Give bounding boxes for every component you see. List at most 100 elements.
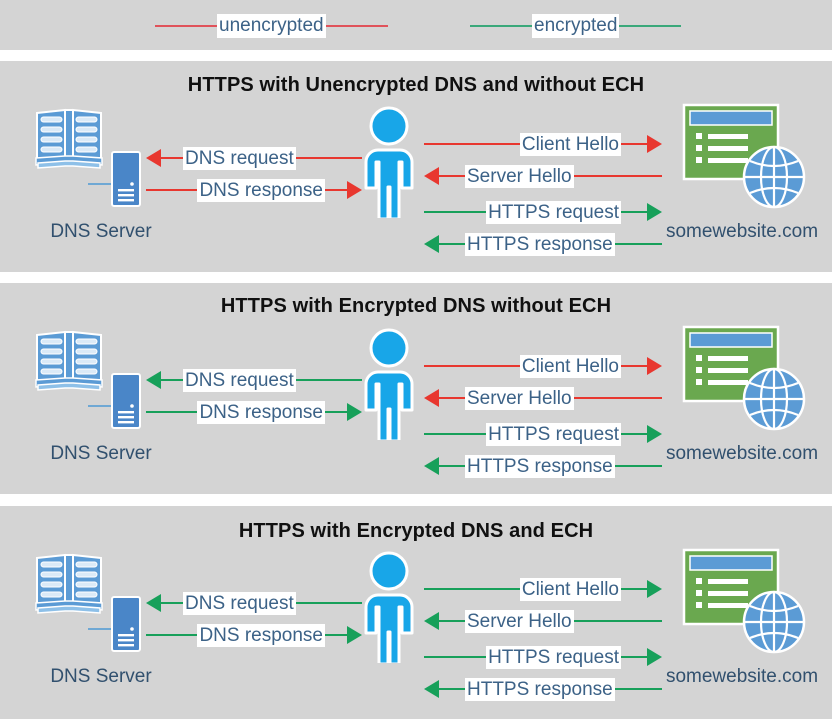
arrow-line	[621, 588, 647, 590]
arrow-head-icon	[347, 181, 362, 199]
arrow-head-icon	[424, 389, 439, 407]
legend-label-encrypted: encrypted	[532, 14, 620, 38]
arrow-line	[621, 365, 647, 367]
dns-server-node: DNS Server	[26, 103, 176, 258]
message-label: Server Hello	[465, 609, 574, 633]
message-arrow-https-request: HTTPS request	[424, 199, 662, 225]
message-label: HTTPS request	[486, 645, 621, 669]
arrow-line	[573, 397, 662, 399]
message-arrow-server-hello: Server Hello	[424, 163, 662, 189]
dns-connector-line	[88, 628, 118, 630]
message-label: Client Hello	[519, 132, 621, 156]
book-icon	[35, 108, 103, 169]
arrow-line	[439, 243, 465, 245]
arrow-line	[621, 211, 647, 213]
server-icon	[111, 151, 141, 207]
arrow-line	[325, 411, 347, 413]
server-icon	[111, 373, 141, 429]
arrow-line	[295, 379, 362, 381]
arrow-line	[424, 433, 487, 435]
panel-title: HTTPS with Encrypted DNS and ECH	[238, 520, 594, 542]
website-icon-wrap	[682, 103, 806, 214]
message-arrow-dns-response: DNS response	[146, 177, 362, 203]
arrow-line	[424, 588, 520, 590]
arrow-line	[573, 175, 662, 177]
legend-item-encrypted: encrypted	[470, 14, 682, 38]
arrow-line	[439, 175, 465, 177]
arrow-line	[424, 365, 520, 367]
message-label: DNS request	[183, 591, 296, 615]
arrow-head-icon	[424, 235, 439, 253]
book-icon-wrap	[32, 548, 106, 623]
legend-item-unencrypted: unencrypted	[155, 14, 388, 38]
arrow-line	[621, 143, 647, 145]
person-icon	[364, 328, 414, 443]
dns-server-label: DNS Server	[50, 443, 152, 464]
legend-line-unencrypted-right	[325, 25, 388, 27]
book-icon-wrap	[32, 103, 106, 178]
dns-server-label: DNS Server	[50, 666, 152, 687]
server-icon	[111, 596, 141, 652]
browser-window-globe-icon	[682, 548, 806, 654]
website-label: somewebsite.com	[665, 666, 819, 687]
arrow-line	[295, 602, 362, 604]
message-arrow-https-response: HTTPS response	[424, 676, 662, 702]
message-label: DNS response	[197, 623, 325, 647]
book-icon-wrap	[32, 325, 106, 400]
message-label: Client Hello	[519, 577, 621, 601]
arrow-head-icon	[647, 203, 662, 221]
person-icon	[352, 551, 426, 668]
legend-label-unencrypted: unencrypted	[217, 14, 326, 38]
panel-title: HTTPS with Encrypted DNS without ECH	[220, 295, 612, 317]
message-arrow-https-request: HTTPS request	[424, 421, 662, 447]
arrow-line	[295, 157, 362, 159]
arrow-line	[424, 211, 487, 213]
legend-panel: unencrypted encrypted	[0, 0, 832, 50]
message-label: Server Hello	[465, 164, 574, 188]
message-arrow-server-hello: Server Hello	[424, 385, 662, 411]
message-arrow-dns-request: DNS request	[146, 145, 362, 171]
person-icon	[364, 106, 414, 221]
arrow-head-icon	[647, 580, 662, 598]
arrow-line	[439, 397, 465, 399]
arrow-line	[614, 465, 662, 467]
dns-server-node: DNS Server	[26, 325, 176, 480]
arrow-line	[146, 411, 198, 413]
dns-connector-line	[88, 183, 118, 185]
arrow-line	[614, 688, 662, 690]
website-node: somewebsite.com	[662, 548, 822, 703]
arrow-head-icon	[347, 626, 362, 644]
arrow-head-icon	[647, 135, 662, 153]
arrow-line	[439, 688, 465, 690]
website-label: somewebsite.com	[665, 221, 819, 242]
arrow-head-icon	[647, 648, 662, 666]
arrow-line	[146, 189, 198, 191]
arrow-line	[424, 656, 487, 658]
website-icon-wrap	[682, 548, 806, 659]
browser-window-globe-icon	[682, 103, 806, 209]
message-arrow-client-hello: Client Hello	[424, 353, 662, 379]
arrow-head-icon	[424, 680, 439, 698]
person-icon	[352, 328, 426, 445]
arrow-head-icon	[347, 403, 362, 421]
message-label: Client Hello	[519, 354, 621, 378]
message-label: Server Hello	[465, 386, 574, 410]
arrow-head-icon	[647, 425, 662, 443]
arrow-line	[161, 157, 183, 159]
arrow-line	[621, 656, 647, 658]
person-icon	[364, 551, 414, 666]
browser-window-globe-icon	[682, 325, 806, 431]
legend-line-encrypted-left	[470, 25, 532, 27]
arrow-head-icon	[424, 457, 439, 475]
message-arrow-dns-response: DNS response	[146, 399, 362, 425]
scenario-panel-2: HTTPS with Encrypted DNS without ECH DNS…	[0, 283, 832, 494]
arrow-head-icon	[424, 612, 439, 630]
arrow-head-icon	[146, 149, 161, 167]
dns-server-node: DNS Server	[26, 548, 176, 703]
dns-server-label: DNS Server	[50, 221, 152, 242]
message-label: DNS request	[183, 368, 296, 392]
message-arrow-server-hello: Server Hello	[424, 608, 662, 634]
server-icon-wrap	[111, 373, 141, 434]
scenario-panel-3: HTTPS with Encrypted DNS and ECH DNS Ser…	[0, 506, 832, 719]
server-icon-wrap	[111, 151, 141, 212]
